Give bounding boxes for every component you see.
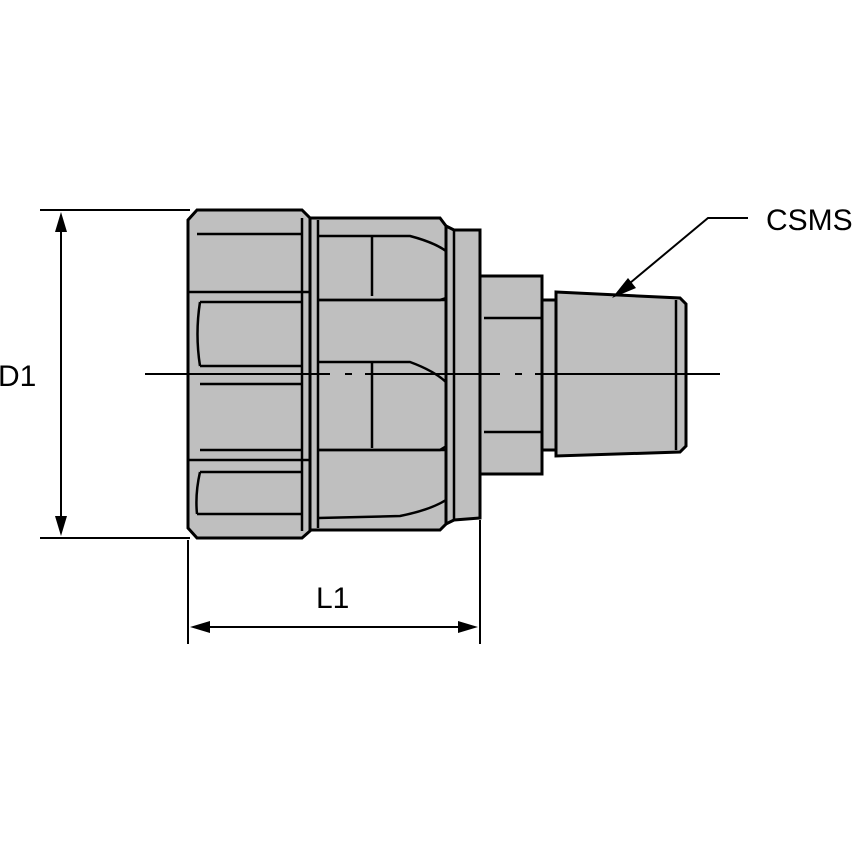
l1-dimension bbox=[187, 520, 481, 644]
nut-hex-facets bbox=[188, 218, 310, 531]
l1-arrow-right bbox=[458, 621, 478, 633]
d1-dimension bbox=[40, 209, 190, 539]
d1-arrow-top bbox=[55, 212, 67, 232]
csms-leader-arrow bbox=[612, 278, 636, 298]
l1-label: L1 bbox=[316, 582, 349, 615]
d1-arrow-bottom bbox=[55, 516, 67, 536]
csms-label: CSMS bbox=[766, 204, 853, 237]
csms-leader bbox=[612, 217, 748, 298]
l1-arrow-left bbox=[190, 621, 210, 633]
d1-label: D1 bbox=[0, 360, 36, 393]
